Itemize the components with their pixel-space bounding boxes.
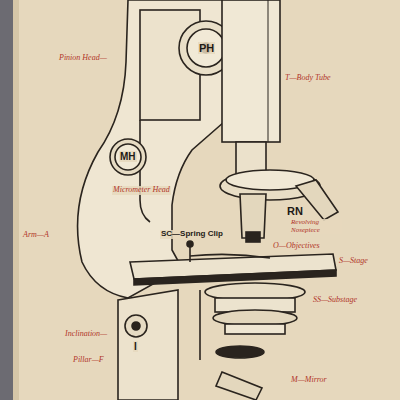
callout-letter: RN: [286, 205, 304, 217]
part-name: Inclination—: [64, 330, 108, 339]
callout-letter: PH: [198, 42, 215, 54]
callout-letter: I: [133, 341, 138, 352]
part-name: T—Body Tube: [284, 74, 332, 83]
part-name: Pinion Head—: [58, 54, 108, 63]
part-name: O—Objectives: [272, 242, 321, 251]
part-name: SC—Spring Clip: [160, 230, 224, 239]
callout-letter: MH: [119, 151, 137, 162]
part-name: Revolving Nosepiece: [290, 219, 342, 234]
part-name: Arm—A: [22, 231, 50, 240]
part-name: Pillar—F: [72, 356, 105, 365]
part-name: M—Mirror: [290, 376, 328, 385]
part-name: S—Stage: [338, 257, 369, 266]
part-name: Micrometer Head: [112, 186, 171, 195]
part-name: SS—Substage: [312, 296, 358, 305]
